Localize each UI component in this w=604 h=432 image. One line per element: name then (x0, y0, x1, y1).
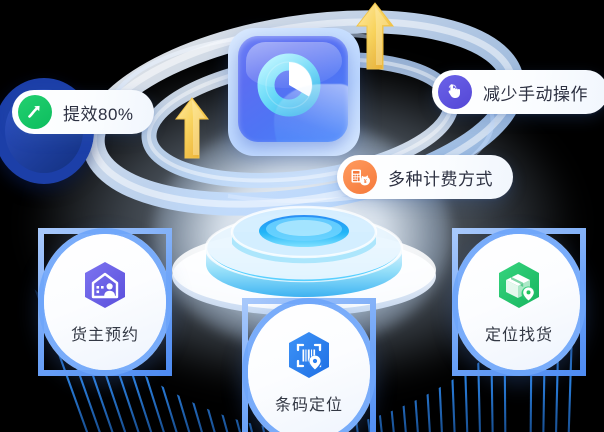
badge-barcode-location[interactable]: 条码定位 (242, 298, 376, 432)
calculator-money-icon: ¥ (343, 160, 377, 194)
data-dashboard-card (228, 28, 360, 156)
warehouse-appointment-icon (85, 261, 125, 308)
trending-up-arrow-icon (18, 95, 52, 129)
pill-billing-modes-label: 多种计费方式 (388, 169, 493, 189)
badge-inner-surface: 定位找货 (458, 234, 580, 370)
barcode-scan-location-icon (289, 331, 329, 378)
pill-efficiency-label: 提效80% (63, 104, 134, 124)
svg-text:¥: ¥ (363, 179, 366, 185)
badge-locate-goods[interactable]: 定位找货 (452, 228, 586, 376)
badge-owner-appointment[interactable]: 货主预约 (38, 228, 172, 376)
pill-efficiency[interactable]: 提效80% (12, 90, 154, 134)
package-location-icon (499, 261, 539, 308)
donut-chart-icon (257, 53, 321, 117)
pill-billing-modes[interactable]: ¥ 多种计费方式 (337, 155, 513, 199)
pill-reduce-manual-label: 减少手动操作 (483, 84, 588, 104)
badge-inner-surface: 条码定位 (248, 304, 370, 432)
card-inner-face (238, 36, 348, 142)
growth-arrow-left-icon (174, 97, 210, 159)
growth-arrow-right-icon (355, 2, 395, 70)
badge-locate-goods-label: 定位找货 (484, 326, 553, 344)
click-hand-icon (438, 75, 472, 109)
badge-inner-surface: 货主预约 (44, 234, 166, 370)
pill-reduce-manual[interactable]: 减少手动操作 (432, 70, 604, 114)
badge-barcode-location-label: 条码定位 (274, 396, 343, 414)
badge-owner-appointment-label: 货主预约 (70, 326, 139, 344)
